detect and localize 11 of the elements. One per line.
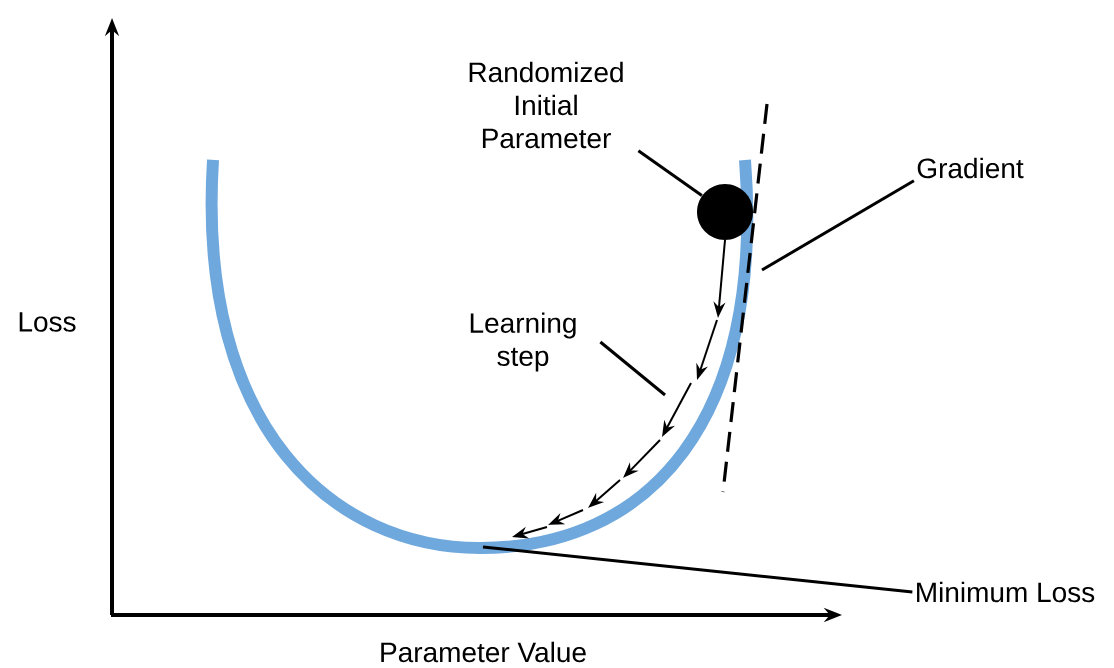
axis-label: Loss xyxy=(19,312,76,332)
leader-line xyxy=(599,340,666,397)
annotation-text: Randomized Initial Parameter xyxy=(469,61,623,149)
leader-line xyxy=(482,545,913,594)
annotation-text: Learning step xyxy=(470,312,576,372)
annotation-text: Minimum Loss xyxy=(917,581,1095,603)
leader-line xyxy=(761,179,915,272)
annotation-text: Gradient xyxy=(917,157,1024,179)
ball xyxy=(697,184,753,240)
leader-line xyxy=(637,149,703,197)
axis-label: Parameter Value xyxy=(381,641,586,663)
